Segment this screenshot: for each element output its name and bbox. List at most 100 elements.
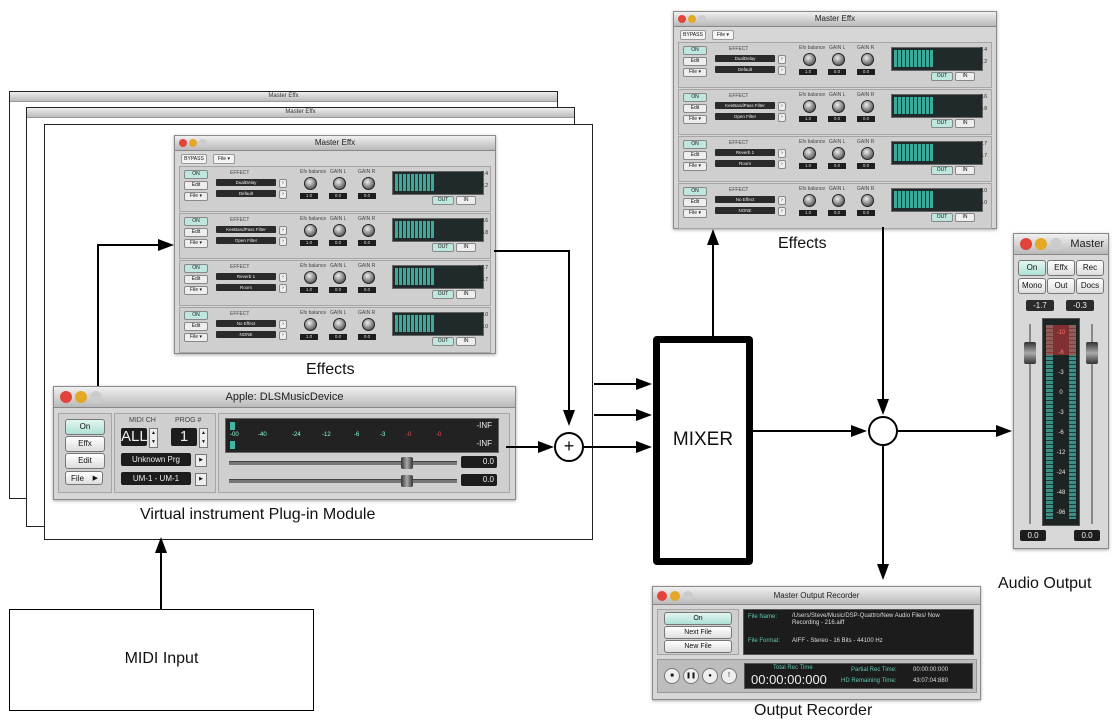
level-knob[interactable]: [832, 100, 845, 113]
level-knob[interactable]: [861, 194, 874, 207]
level-knob[interactable]: [362, 318, 375, 331]
fader-right-value[interactable]: 0.0: [1074, 530, 1100, 541]
level-knob[interactable]: [362, 177, 375, 190]
effect-on-button[interactable]: ON: [683, 93, 707, 102]
fader-left-thumb[interactable]: [1024, 342, 1036, 364]
minimize-icon[interactable]: [1035, 238, 1047, 250]
level-knob[interactable]: [304, 271, 317, 284]
preset-select-arrow-icon[interactable]: ›: [279, 284, 287, 293]
gain-slider-thumb[interactable]: [401, 457, 413, 469]
effect-select[interactable]: No Effect: [216, 320, 276, 327]
effect-select-arrow-icon[interactable]: ›: [279, 226, 287, 235]
program-menu-arrow-icon[interactable]: ▶: [195, 454, 207, 467]
master-out-button[interactable]: Out: [1047, 278, 1075, 294]
effect-on-button[interactable]: ON: [184, 217, 208, 226]
level-knob[interactable]: [304, 318, 317, 331]
effect-select[interactable]: KeeBandPass Filter: [715, 102, 775, 109]
close-icon[interactable]: [60, 391, 72, 403]
preset-select[interactable]: Open Filter: [216, 237, 276, 244]
effect-select-arrow-icon[interactable]: ›: [279, 320, 287, 329]
effect-select[interactable]: Reverb 1: [216, 273, 276, 280]
meter-in-button[interactable]: IN: [456, 290, 476, 299]
port-menu-arrow-icon[interactable]: ▶: [195, 473, 207, 486]
rewind-button[interactable]: ■: [664, 668, 680, 684]
master-docs-button[interactable]: Docs: [1076, 278, 1104, 294]
master-effx-button[interactable]: Effx: [1047, 260, 1075, 276]
meter-out-button[interactable]: OUT: [432, 290, 454, 299]
effect-select[interactable]: DualDelay: [715, 55, 775, 62]
new-file-button[interactable]: New File: [664, 640, 732, 653]
effect-file-button[interactable]: File ▾: [184, 239, 208, 248]
meter-in-button[interactable]: IN: [955, 72, 975, 81]
zoom-icon[interactable]: [199, 139, 207, 147]
pan-slider-thumb[interactable]: [401, 475, 413, 487]
effect-edit-button[interactable]: Edit: [184, 275, 208, 284]
next-file-button[interactable]: Next File: [664, 626, 732, 639]
effect-select-arrow-icon[interactable]: ›: [279, 179, 287, 188]
preset-select-arrow-icon[interactable]: ›: [778, 66, 786, 75]
preset-select[interactable]: Default: [715, 66, 775, 73]
meter-in-button[interactable]: IN: [456, 243, 476, 252]
level-knob[interactable]: [304, 224, 317, 237]
file-menu-button[interactable]: File ▶: [65, 471, 103, 485]
meter-in-button[interactable]: IN: [955, 119, 975, 128]
minimize-icon[interactable]: [189, 139, 197, 147]
minimize-icon[interactable]: [75, 391, 87, 403]
level-knob[interactable]: [803, 53, 816, 66]
close-icon[interactable]: [678, 15, 686, 23]
effect-on-button[interactable]: ON: [683, 187, 707, 196]
effx-button[interactable]: Effx: [65, 436, 105, 452]
prog-value[interactable]: 1: [171, 428, 197, 446]
program-name-field[interactable]: Unknown Prg: [121, 453, 191, 466]
master-on-button[interactable]: On: [1018, 260, 1046, 276]
effect-on-button[interactable]: ON: [184, 264, 208, 273]
info-button[interactable]: !: [721, 668, 737, 684]
port-name-field[interactable]: UM-1 - UM-1: [121, 472, 191, 485]
level-knob[interactable]: [333, 224, 346, 237]
file-menu-button[interactable]: File ▾: [213, 154, 235, 164]
effect-edit-button[interactable]: Edit: [184, 228, 208, 237]
level-knob[interactable]: [362, 224, 375, 237]
effect-file-button[interactable]: File ▾: [683, 115, 707, 124]
zoom-icon[interactable]: [1050, 238, 1062, 250]
close-icon[interactable]: [179, 139, 187, 147]
fader-right-thumb[interactable]: [1086, 342, 1098, 364]
effect-on-button[interactable]: ON: [184, 311, 208, 320]
level-knob[interactable]: [333, 271, 346, 284]
gain-value[interactable]: 0.0: [461, 456, 497, 468]
effect-edit-button[interactable]: Edit: [683, 104, 707, 113]
bypass-button[interactable]: BYPASS: [181, 154, 207, 164]
midi-ch-stepper[interactable]: ▲▼: [149, 428, 158, 448]
preset-select[interactable]: Default: [216, 190, 276, 197]
effect-on-button[interactable]: ON: [683, 46, 707, 55]
level-knob[interactable]: [861, 100, 874, 113]
effect-select-arrow-icon[interactable]: ›: [778, 196, 786, 205]
recorder-on-button[interactable]: On: [664, 612, 732, 625]
effect-edit-button[interactable]: Edit: [184, 322, 208, 331]
close-icon[interactable]: [657, 591, 667, 601]
effect-edit-button[interactable]: Edit: [683, 151, 707, 160]
meter-in-button[interactable]: IN: [456, 337, 476, 346]
meter-out-button[interactable]: OUT: [931, 213, 953, 222]
level-knob[interactable]: [832, 53, 845, 66]
effect-file-button[interactable]: File ▾: [683, 209, 707, 218]
effect-select[interactable]: DualDelay: [216, 179, 276, 186]
zoom-icon[interactable]: [90, 391, 102, 403]
close-icon[interactable]: [1020, 238, 1032, 250]
minimize-icon[interactable]: [688, 15, 696, 23]
effect-file-button[interactable]: File ▾: [184, 333, 208, 342]
preset-select[interactable]: Room: [715, 160, 775, 167]
preset-select-arrow-icon[interactable]: ›: [279, 331, 287, 340]
edit-button[interactable]: Edit: [65, 453, 105, 469]
zoom-icon[interactable]: [683, 591, 693, 601]
effect-file-button[interactable]: File ▾: [184, 286, 208, 295]
preset-select-arrow-icon[interactable]: ›: [279, 190, 287, 199]
pan-value[interactable]: 0.0: [461, 474, 497, 486]
meter-in-button[interactable]: IN: [456, 196, 476, 205]
pause-button[interactable]: ❚❚: [683, 668, 699, 684]
level-knob[interactable]: [803, 100, 816, 113]
file-menu-button[interactable]: File ▾: [712, 30, 734, 40]
effect-edit-button[interactable]: Edit: [683, 57, 707, 66]
level-knob[interactable]: [832, 194, 845, 207]
meter-in-button[interactable]: IN: [955, 166, 975, 175]
